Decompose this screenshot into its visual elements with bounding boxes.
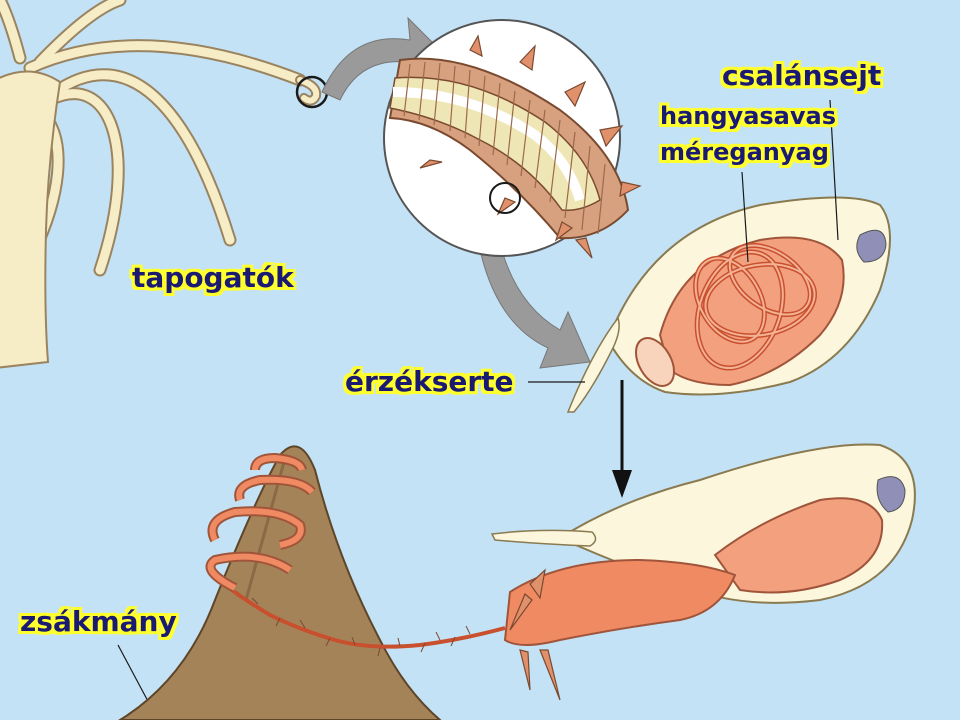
prey	[118, 445, 442, 720]
discharge-arrow	[612, 380, 632, 498]
hydra	[0, 0, 329, 369]
label-venom-line1: hangyasavas	[660, 102, 836, 130]
label-trigger: érzékserte	[345, 365, 514, 398]
hydra-body	[0, 70, 62, 369]
cnidocyte-discharged	[230, 443, 916, 701]
cnidocyte-undischarged	[566, 196, 891, 413]
label-prey: zsákmány	[20, 605, 177, 638]
thread-coils	[205, 452, 316, 593]
magnified-tentacle	[383, 19, 642, 259]
trigger-bristle	[566, 316, 620, 413]
label-tentacles: tapogatók	[132, 261, 294, 294]
zoom-arrow-bottom	[474, 219, 591, 369]
label-cnidocyte: csalánsejt	[722, 59, 882, 92]
label-venom-line2: méreganyag	[660, 138, 829, 166]
leader-lines	[117, 99, 839, 706]
discharged-thread	[230, 588, 506, 649]
